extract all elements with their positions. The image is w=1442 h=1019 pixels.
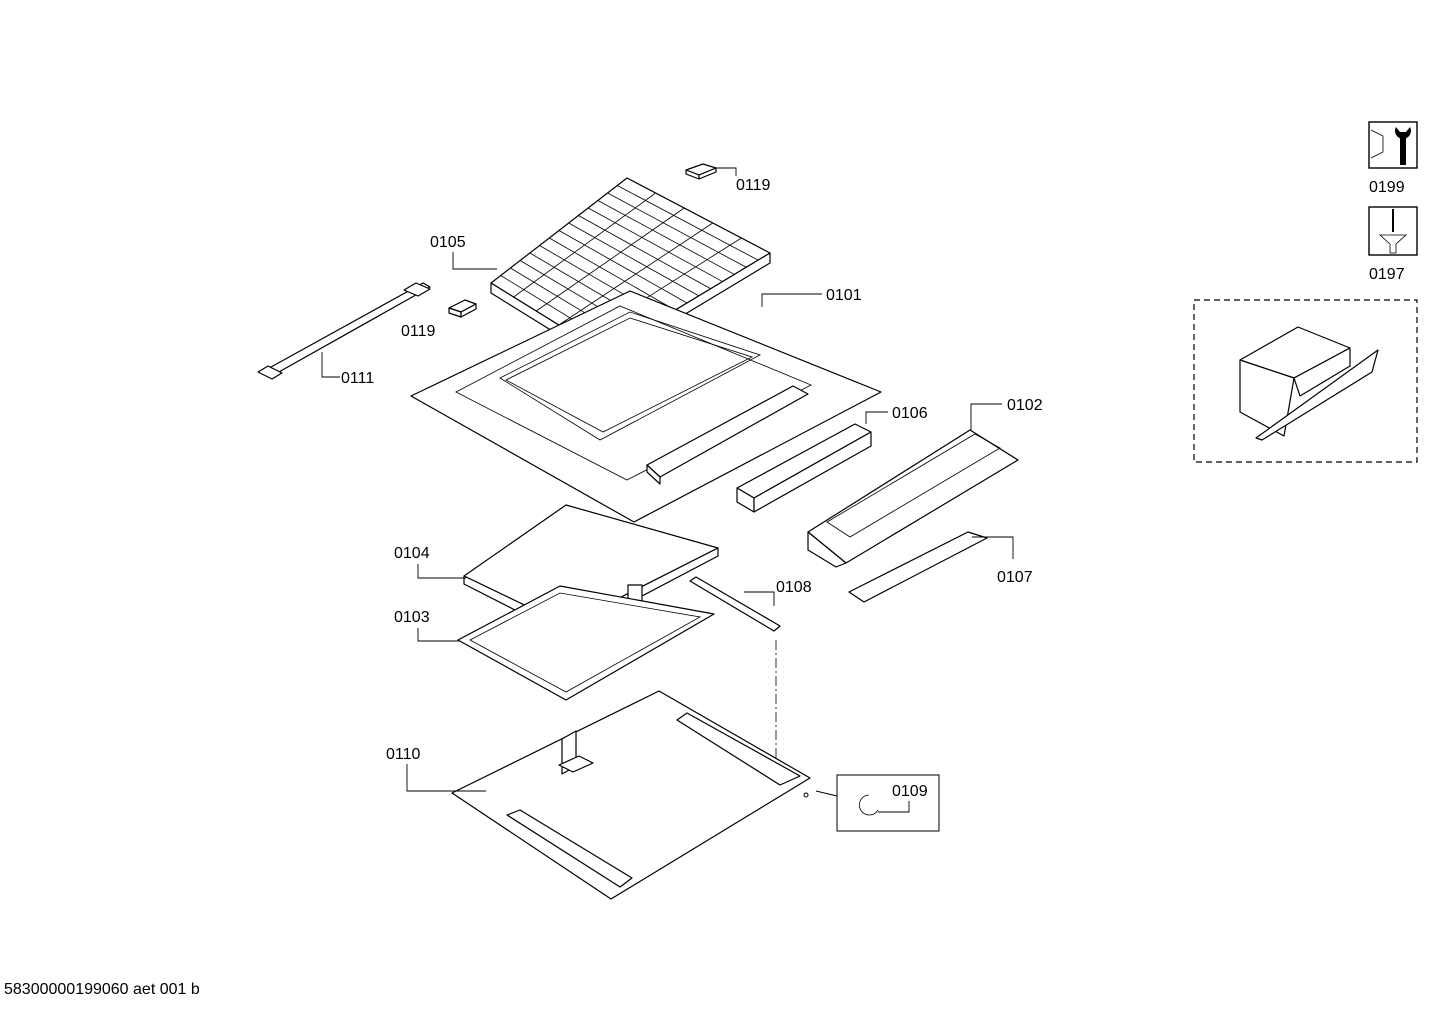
part-0102-duct[interactable]: [807, 403, 1019, 568]
assembled-view-thumbnail: [1193, 299, 1418, 463]
part-0106-bracket[interactable]: [736, 411, 888, 513]
label-0119-mid: 0119: [401, 323, 436, 340]
label-0108: 0108: [776, 579, 812, 596]
wrench-nut-icon[interactable]: [1368, 121, 1418, 169]
part-0103-gasket[interactable]: [417, 585, 715, 701]
part-0109-circlip[interactable]: [803, 774, 940, 832]
label-0102: 0102: [1007, 397, 1043, 414]
label-0107: 0107: [997, 569, 1033, 586]
label-0111: 0111: [341, 370, 374, 387]
document-id-footer: 58300000199060 aet 001 b: [4, 981, 200, 998]
label-0103: 0103: [394, 609, 430, 626]
part-0101-frame[interactable]: [410, 290, 882, 523]
label-0199: 0199: [1369, 179, 1405, 196]
label-0119-top: 0119: [736, 177, 771, 194]
label-0101: 0101: [826, 287, 862, 304]
screwdriver-screw-icon[interactable]: [1368, 206, 1418, 256]
label-0197: 0197: [1369, 266, 1405, 283]
label-0109: 0109: [892, 783, 928, 800]
part-0108-rod[interactable]: [689, 576, 781, 760]
part-0119-clip-top[interactable]: [685, 163, 737, 180]
part-0107-strip[interactable]: [848, 531, 1014, 603]
part-0119-clip-mid[interactable]: [448, 299, 477, 318]
label-0106: 0106: [892, 405, 928, 422]
part-0110-base[interactable]: [406, 690, 811, 900]
part-0105-grille[interactable]: [452, 177, 771, 364]
label-0110: 0110: [386, 746, 421, 763]
part-0111-rail[interactable]: [257, 282, 431, 380]
label-0105: 0105: [430, 234, 466, 251]
label-0104: 0104: [394, 545, 430, 562]
